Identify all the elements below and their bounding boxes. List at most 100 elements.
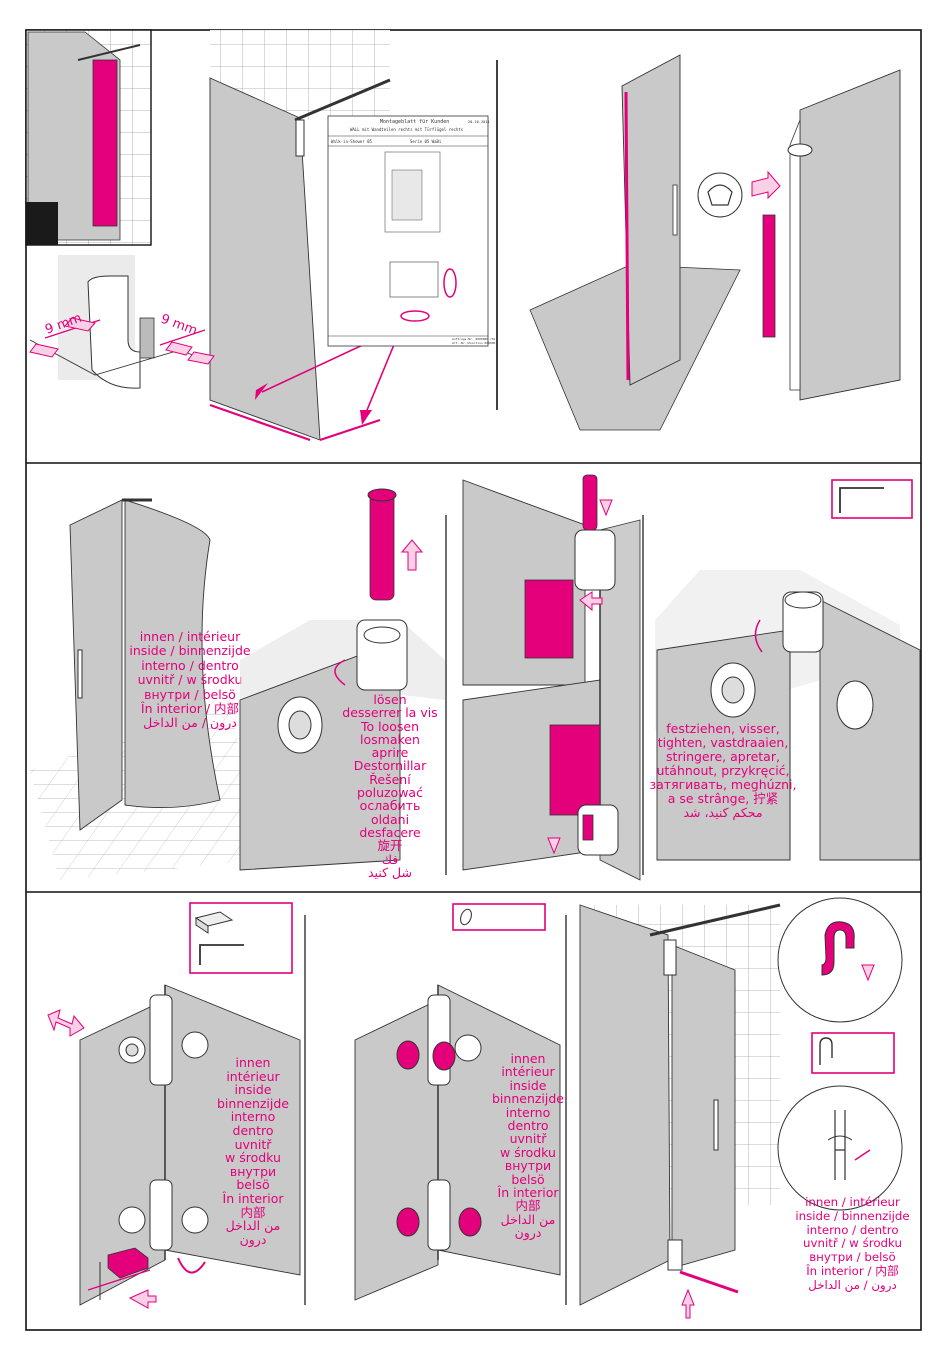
label-line: Řešení bbox=[369, 771, 411, 787]
label-line: desserrer la vis bbox=[342, 705, 438, 721]
label-line: dentro bbox=[507, 1118, 549, 1134]
label-line: uvnitř bbox=[234, 1136, 272, 1152]
cover-cap bbox=[396, 1040, 420, 1070]
allen-key-tool-box bbox=[831, 479, 913, 519]
cover-cap bbox=[432, 1041, 456, 1071]
door-panel bbox=[671, 944, 736, 1269]
label-line: tighten, vastdraaien, bbox=[657, 735, 789, 750]
label-line: innen bbox=[235, 1056, 271, 1070]
tighten-multilang-label: festziehen, visser,tighten, vastdraaien,… bbox=[643, 722, 803, 820]
label-line: w środku bbox=[500, 1144, 556, 1160]
label-line: 内部 bbox=[515, 1198, 541, 1214]
tools-box bbox=[189, 902, 293, 974]
label-line: محکم کنید، شد bbox=[683, 805, 763, 820]
door-panel bbox=[621, 54, 681, 386]
label-line: 内部 bbox=[240, 1204, 266, 1220]
label-line: binnenzijde bbox=[217, 1095, 289, 1111]
label-line: belsö bbox=[236, 1177, 270, 1193]
label-line: losmaken bbox=[360, 731, 420, 747]
up-arrow bbox=[400, 539, 424, 571]
label-line: شل کنید bbox=[368, 864, 412, 880]
dimension-right-label: 9 mm bbox=[159, 312, 200, 339]
label-line: To loosen bbox=[360, 718, 420, 734]
label-line: interno bbox=[505, 1104, 551, 1120]
step-8-panel bbox=[354, 903, 561, 1301]
hinge-pin bbox=[369, 489, 395, 601]
clip-detail-circle bbox=[777, 897, 903, 1023]
sheet-line2a: Walk-in-Shower 05 bbox=[331, 139, 373, 144]
label-line: dentro bbox=[232, 1122, 274, 1138]
panel6-tighten-label: festziehen, visser,tighten, vastdraaien,… bbox=[643, 722, 803, 820]
rotate-arrow bbox=[754, 619, 763, 653]
hinge-pin-bottom bbox=[582, 814, 594, 841]
label-line: innen bbox=[510, 1052, 546, 1066]
wall-profile-detail bbox=[29, 255, 215, 389]
label-line: belsö bbox=[511, 1171, 545, 1187]
label-line: uvnitř / w środku bbox=[803, 1236, 902, 1251]
allen-key-icon bbox=[839, 487, 884, 513]
cap-tool-box bbox=[452, 903, 546, 931]
label-line: În interior / 内部 bbox=[806, 1263, 899, 1278]
label-line: затягивать, meghúzni, bbox=[649, 777, 797, 792]
stabilizer-bar bbox=[294, 78, 391, 122]
step-4-panel bbox=[239, 488, 445, 871]
sheet-line2b: Serie 05 WaBi bbox=[410, 139, 442, 144]
label-line: În interior bbox=[497, 1185, 559, 1201]
step-6-panel bbox=[655, 479, 921, 861]
door-edge-highlight bbox=[624, 91, 630, 381]
sheet-foot1: Auftrags-Nr. 0000000 /01 bbox=[452, 337, 496, 341]
door-handle bbox=[672, 184, 678, 236]
label-line: 旋开 bbox=[377, 838, 403, 854]
label-line: inside bbox=[234, 1082, 272, 1098]
label-line: من الداخل bbox=[225, 1218, 281, 1234]
floor-line bbox=[209, 403, 311, 442]
label-line: فك bbox=[381, 851, 399, 867]
step-1-panel: 9 mm 9 mm Montageblatt für Kunden 20.10.… bbox=[25, 29, 496, 442]
label-line: interno / dentro bbox=[806, 1222, 899, 1237]
sheet-foot2: Art.-Nr./Position 000000 bbox=[452, 341, 496, 345]
spacer-block bbox=[107, 1247, 149, 1279]
step-5-panel bbox=[462, 474, 641, 881]
top-hinge-plate bbox=[524, 579, 574, 659]
clip-tool-box bbox=[811, 1032, 895, 1074]
label-line: درون / من الداخل bbox=[808, 1277, 897, 1292]
label-line: внутри bbox=[229, 1163, 277, 1179]
label-line: من الداخل bbox=[500, 1211, 556, 1227]
seal-detail-circle bbox=[697, 172, 743, 218]
label-line: внутри / belsö bbox=[144, 686, 236, 702]
sheet-date: 20.10.2011 bbox=[468, 120, 490, 124]
hinge-pin-top bbox=[582, 474, 598, 531]
sheet-title: Montageblatt für Kunden bbox=[380, 119, 449, 125]
inset-shower-view bbox=[25, 29, 152, 246]
rotate-arrow bbox=[177, 1257, 206, 1274]
rotate-arrow bbox=[334, 659, 346, 686]
label-line: ослабить bbox=[359, 798, 421, 814]
page-frame bbox=[25, 29, 922, 1331]
step-3-panel bbox=[30, 498, 260, 880]
hook-clip bbox=[821, 921, 855, 976]
label-line: innen / intérieur bbox=[139, 630, 241, 644]
sheet-line1: WALL mit Wandteilen rechts mit Türflügel… bbox=[350, 127, 464, 132]
step-7-panel bbox=[47, 902, 301, 1309]
label-line: poluzować bbox=[357, 785, 423, 801]
cover-cap bbox=[396, 1207, 420, 1237]
allen-key-icon bbox=[199, 944, 244, 965]
label-line: oldani bbox=[370, 811, 410, 827]
label-line: uvnitř bbox=[509, 1131, 547, 1147]
label-line: inside / binnenzijde bbox=[795, 1208, 910, 1223]
label-line: utáhnout, przykręcić, bbox=[656, 763, 790, 778]
panel8-inside-label: innenintérieurinsidebinnenzijdeinternode… bbox=[492, 1052, 564, 1240]
seal-profile bbox=[762, 214, 776, 338]
label-line: a se strânge, 拧紧 bbox=[667, 791, 779, 806]
label-line: درون bbox=[239, 1231, 267, 1247]
label-line: внутри / belsö bbox=[809, 1250, 896, 1265]
instruction-sheet-thumbnail bbox=[327, 115, 489, 347]
label-line: lösen bbox=[373, 693, 407, 707]
